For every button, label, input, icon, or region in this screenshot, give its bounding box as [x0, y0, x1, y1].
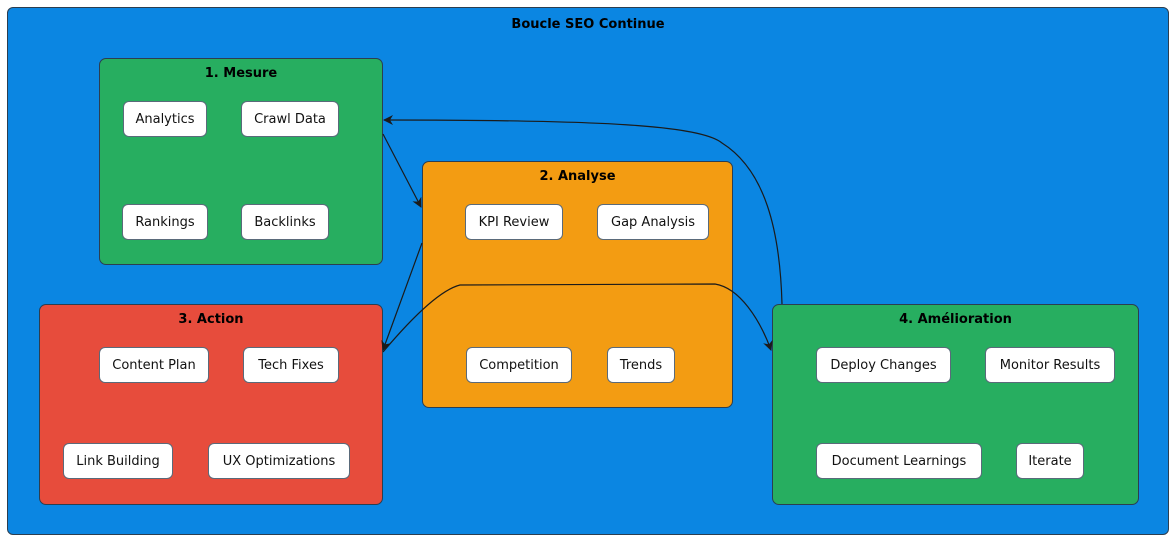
group-title: 2. Analyse [539, 169, 616, 184]
node-backlinks[interactable]: Backlinks [241, 204, 329, 240]
node-monitor-results[interactable]: Monitor Results [985, 347, 1115, 383]
node-tech-fixes[interactable]: Tech Fixes [243, 347, 339, 383]
node-trends[interactable]: Trends [607, 347, 675, 383]
node-document-learnings[interactable]: Document Learnings [816, 443, 982, 479]
node-content-plan[interactable]: Content Plan [99, 347, 209, 383]
group-title: 1. Mesure [204, 66, 278, 81]
node-kpi-review[interactable]: KPI Review [465, 204, 563, 240]
node-competition[interactable]: Competition [466, 347, 572, 383]
group-analyse[interactable]: 2. Analyse KPI Review Gap Analysis Compe… [422, 161, 733, 408]
node-gap-analysis[interactable]: Gap Analysis [597, 204, 709, 240]
node-link-building[interactable]: Link Building [63, 443, 173, 479]
node-crawl-data[interactable]: Crawl Data [241, 101, 339, 137]
node-iterate[interactable]: Iterate [1016, 443, 1084, 479]
group-action[interactable]: 3. Action Content Plan Tech Fixes Link B… [39, 304, 383, 505]
node-deploy-changes[interactable]: Deploy Changes [816, 347, 951, 383]
group-title: 4. Amélioration [899, 312, 1012, 327]
node-analytics[interactable]: Analytics [123, 101, 207, 137]
node-ux-optimizations[interactable]: UX Optimizations [208, 443, 350, 479]
group-mesure[interactable]: 1. Mesure Analytics Crawl Data Rankings … [99, 58, 383, 265]
group-title: 3. Action [178, 312, 244, 327]
node-rankings[interactable]: Rankings [122, 204, 208, 240]
diagram-title: Boucle SEO Continue [511, 17, 665, 32]
group-amelioration[interactable]: 4. Amélioration Deploy Changes Monitor R… [772, 304, 1139, 505]
